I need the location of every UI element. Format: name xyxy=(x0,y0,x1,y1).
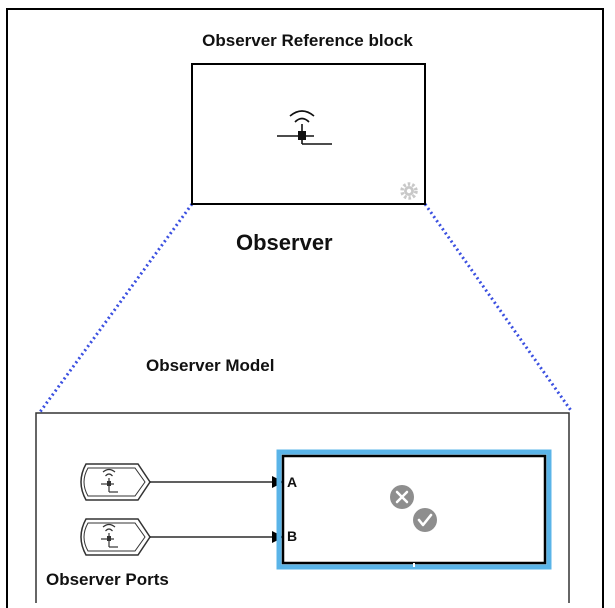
observer-port-icon xyxy=(101,468,118,493)
port-b-label: B xyxy=(287,528,298,544)
reference-block-title: Observer Reference block xyxy=(202,31,413,50)
verification-subsystem-block[interactable] xyxy=(276,449,552,570)
observer-port-icon xyxy=(277,110,332,145)
check-circle-icon xyxy=(413,508,437,532)
zoom-line-right xyxy=(423,203,574,413)
observer-port-b[interactable] xyxy=(80,518,151,556)
block-name-label[interactable]: Observer xyxy=(236,230,333,255)
observer-port-icon xyxy=(101,523,118,548)
gear-icon[interactable] xyxy=(400,182,418,200)
observer-reference-block[interactable] xyxy=(191,63,426,205)
port-a-label: A xyxy=(287,474,298,490)
observer-model-title: Observer Model xyxy=(146,356,275,375)
x-circle-icon xyxy=(390,485,414,509)
observer-ports-label: Observer Ports xyxy=(46,570,169,589)
observer-port-a[interactable] xyxy=(80,463,151,501)
zoom-line-left xyxy=(38,203,194,413)
